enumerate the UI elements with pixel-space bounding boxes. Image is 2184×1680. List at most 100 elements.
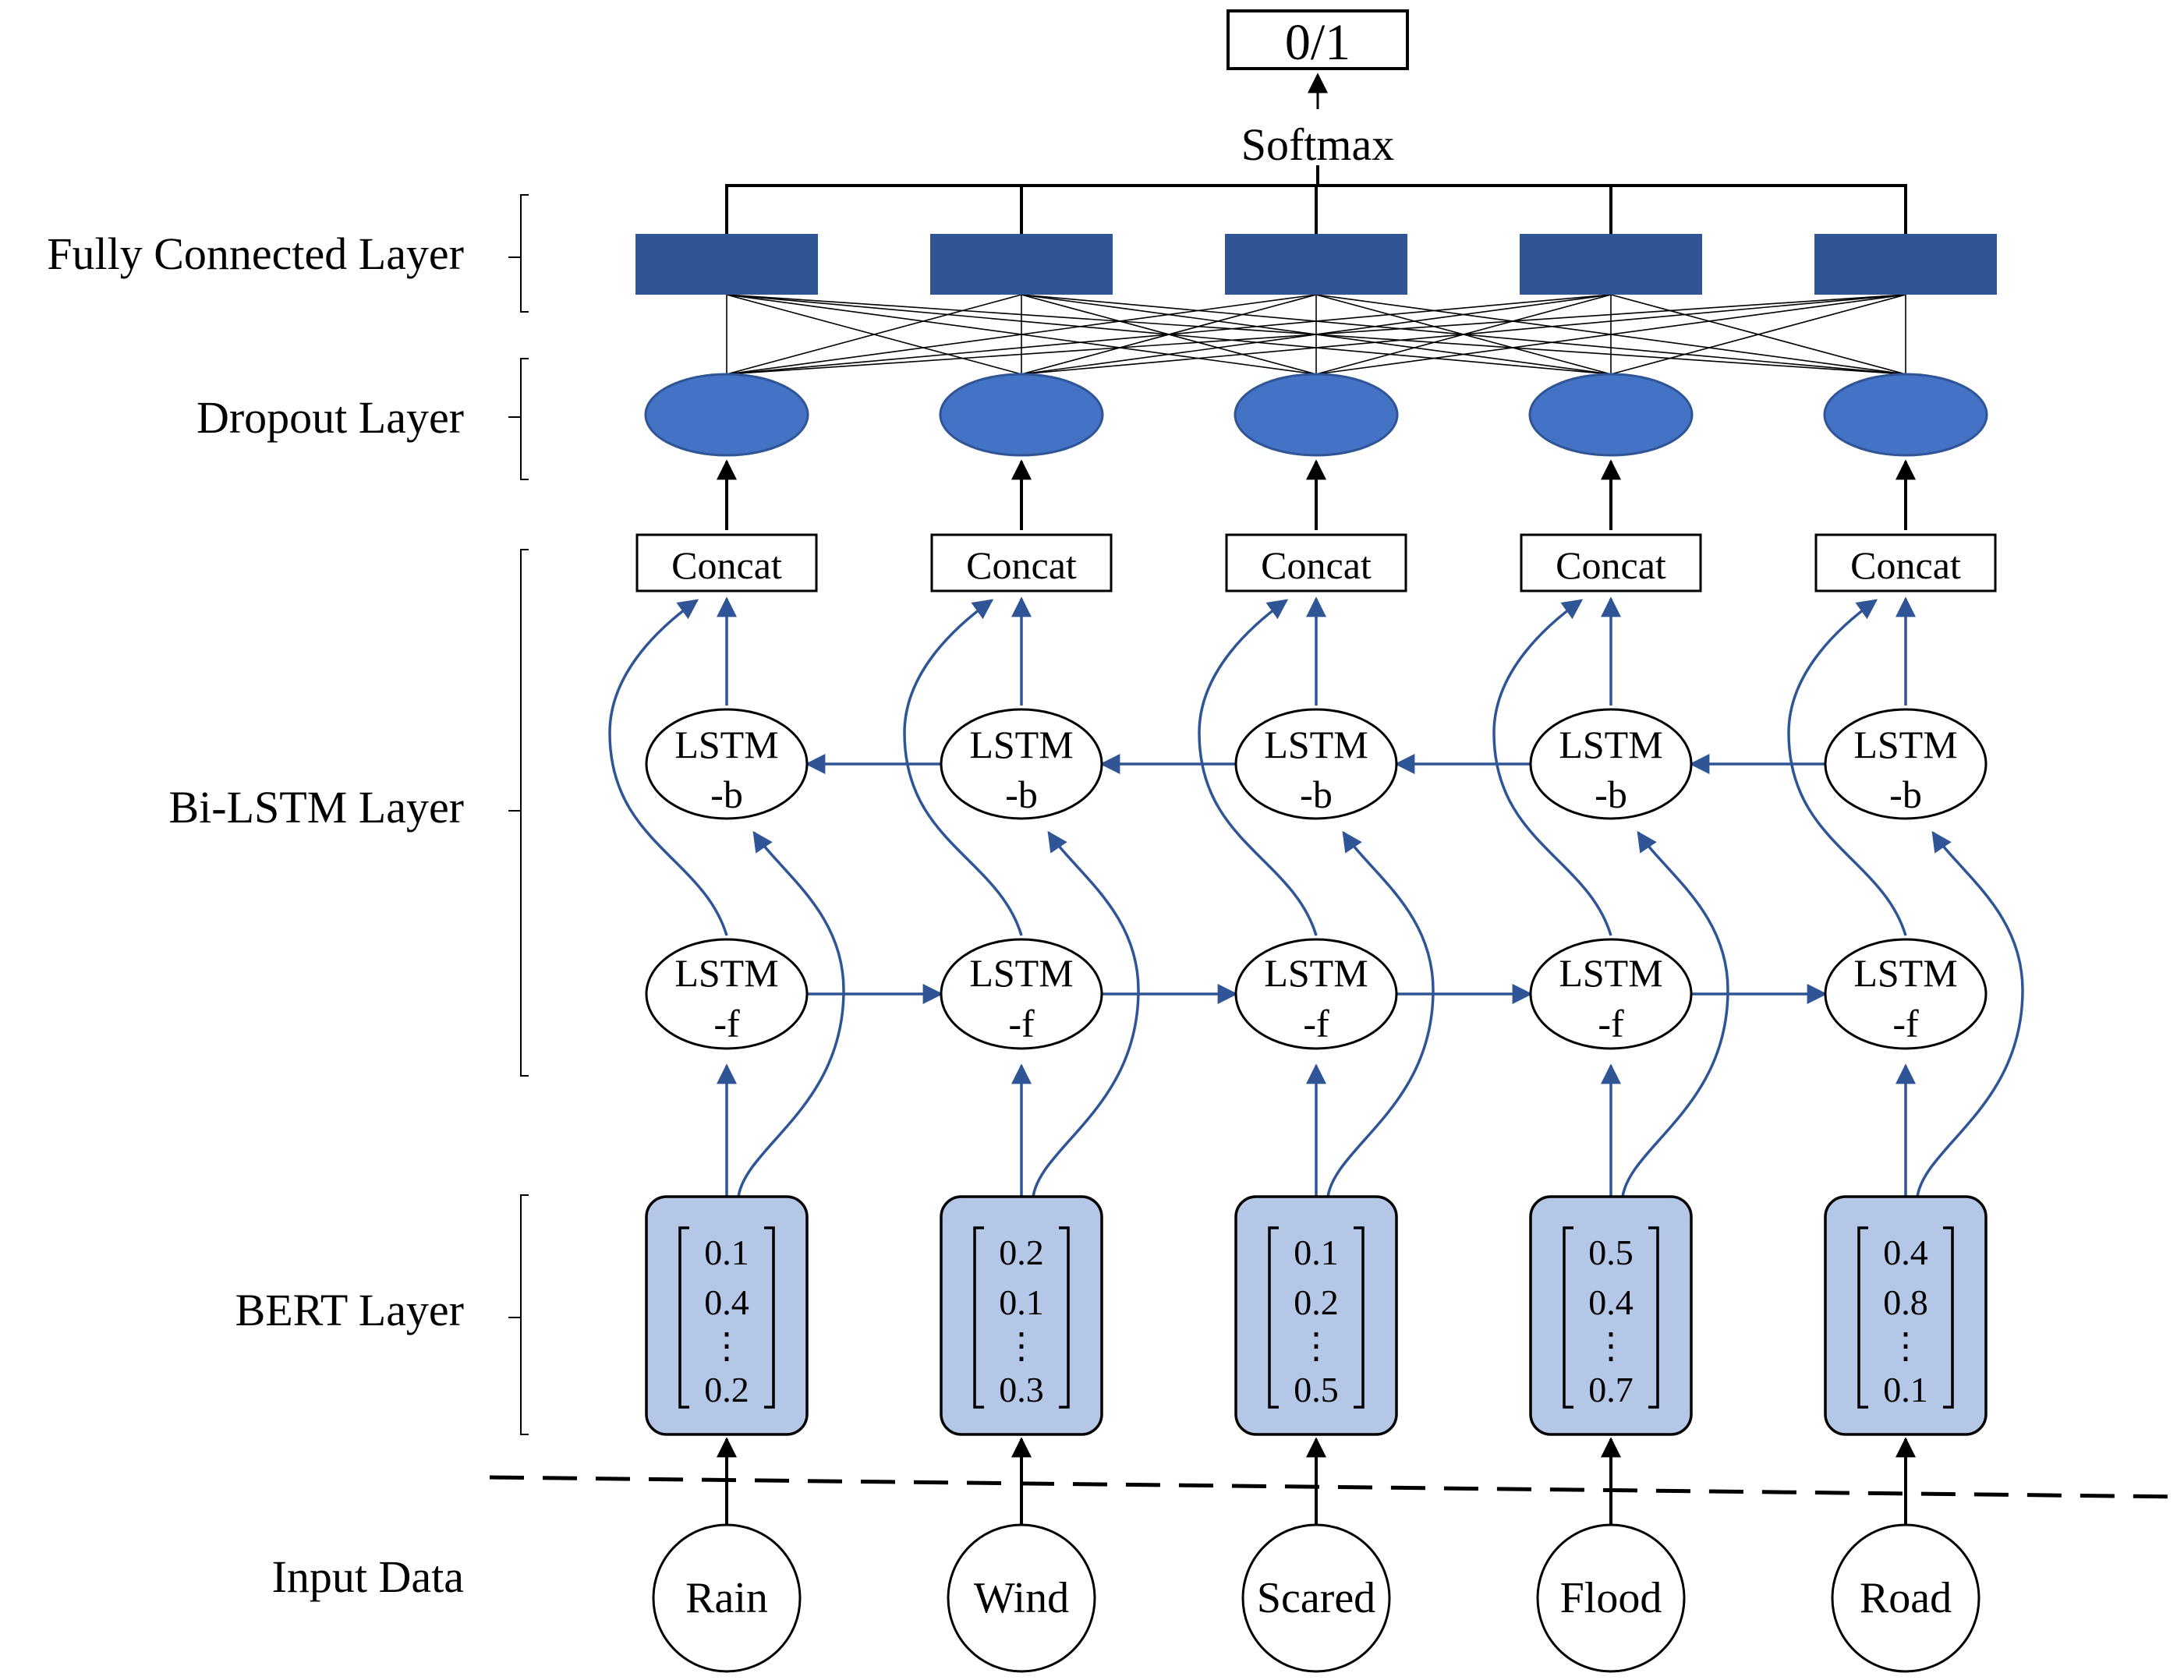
fc-block xyxy=(1814,234,1997,295)
dense-connection-line xyxy=(1021,294,1906,375)
brace-dropout xyxy=(508,358,529,480)
vector-ellipsis: ⋮ xyxy=(1888,1326,1924,1366)
layer-label-bert: BERT Layer xyxy=(235,1285,464,1335)
layer-labels: Fully Connected Layer Dropout Layer Bi-L… xyxy=(47,228,464,1602)
vector-right-bracket xyxy=(1059,1226,1070,1409)
bert-embedding-box xyxy=(940,1195,1103,1436)
dense-connection-line xyxy=(1315,294,1906,375)
concat-label: Concat xyxy=(1556,543,1666,587)
brace-bert xyxy=(508,1194,529,1435)
lstm-b-node xyxy=(1234,708,1398,820)
vector-right-bracket xyxy=(1648,1226,1659,1409)
input-word-node xyxy=(1241,1523,1391,1673)
concat-box xyxy=(635,533,818,592)
bert-to-lstm-b-curve xyxy=(1916,830,2024,1197)
layer-braces xyxy=(508,194,529,1435)
input-separator-dashed-line xyxy=(489,1475,2184,1499)
lstm-f-node xyxy=(1529,938,1693,1050)
input-word-label: Flood xyxy=(1560,1574,1662,1622)
lstm-f-label-line2: -f xyxy=(1303,1002,1329,1045)
vector-value-last: 0.2 xyxy=(704,1370,749,1409)
lstm-f-label-line2: -f xyxy=(1598,1002,1624,1045)
lstm-b-label-line1: LSTM xyxy=(1559,723,1662,766)
fc-block xyxy=(1520,234,1702,295)
lstm-b-node xyxy=(645,708,809,820)
lstm-b-label-line1: LSTM xyxy=(969,723,1073,766)
bert-to-lstm-b-curve xyxy=(737,830,845,1197)
input-word-label: Rain xyxy=(685,1574,768,1622)
vector-value-second: 0.1 xyxy=(999,1282,1044,1322)
lstm-b-node xyxy=(1529,708,1693,820)
vector-value-second: 0.4 xyxy=(1588,1282,1634,1322)
lstm-f-node xyxy=(940,938,1103,1050)
concat-box xyxy=(1814,533,1997,592)
vector-value-last: 0.5 xyxy=(1294,1370,1339,1409)
output-section: 0/1 Softmax xyxy=(1227,9,1409,170)
vector-value-last: 0.7 xyxy=(1588,1370,1634,1409)
vector-ellipsis: ⋮ xyxy=(709,1326,745,1366)
output-box xyxy=(1227,9,1409,70)
vector-value-first: 0.1 xyxy=(1294,1233,1339,1272)
lstm-f-to-concat-curve xyxy=(1787,599,1907,936)
layer-label-fully-connected: Fully Connected Layer xyxy=(47,228,464,279)
dense-connection-line xyxy=(726,294,1612,375)
bert-embedding-box xyxy=(1234,1195,1398,1436)
lstm-f-label-line2: -f xyxy=(1008,1002,1035,1045)
vector-left-bracket xyxy=(1857,1226,1868,1409)
vector-ellipsis: ⋮ xyxy=(1298,1326,1334,1366)
vector-left-bracket xyxy=(678,1226,689,1409)
vector-value-second: 0.4 xyxy=(704,1282,749,1322)
fc-block xyxy=(930,234,1113,295)
lstm-f-node xyxy=(1234,938,1398,1050)
vector-ellipsis: ⋮ xyxy=(1593,1326,1629,1366)
lstm-f-label-line1: LSTM xyxy=(674,951,778,995)
bert-embedding-box xyxy=(1529,1195,1693,1436)
lstm-f-node xyxy=(645,938,809,1050)
brace-fully-connected xyxy=(508,194,529,313)
input-word-label: Road xyxy=(1860,1574,1952,1622)
vector-ellipsis: ⋮ xyxy=(1004,1326,1039,1366)
vector-value-last: 0.1 xyxy=(1883,1370,1928,1409)
vector-right-bracket xyxy=(1354,1226,1365,1409)
dropout-node xyxy=(644,373,809,457)
bert-embedding-box xyxy=(1824,1195,1988,1436)
input-word-node xyxy=(1831,1523,1980,1673)
layer-label-bilstm: Bi-LSTM Layer xyxy=(168,782,464,833)
concat-label: Concat xyxy=(1850,543,1961,587)
vector-value-first: 0.5 xyxy=(1588,1233,1634,1272)
lstm-f-to-concat-curve xyxy=(1492,599,1612,936)
dense-connection-line xyxy=(1610,294,1906,375)
lstm-b-node xyxy=(1824,708,1988,820)
concat-box xyxy=(1225,533,1407,592)
vector-left-bracket xyxy=(1563,1226,1573,1409)
softmax-label: Softmax xyxy=(1241,119,1395,170)
lstm-b-label-line1: LSTM xyxy=(1853,723,1957,766)
dense-connection-line xyxy=(726,294,1317,375)
input-word-label: Scared xyxy=(1257,1574,1375,1622)
lstm-f-label-line1: LSTM xyxy=(969,951,1073,995)
vector-value-first: 0.1 xyxy=(704,1233,749,1272)
vector-value-second: 0.8 xyxy=(1883,1282,1928,1322)
lstm-b-node xyxy=(940,708,1103,820)
dropout-node xyxy=(1823,373,1988,457)
lstm-f-to-concat-curve xyxy=(1198,599,1318,936)
vector-right-bracket xyxy=(764,1226,775,1409)
layer-label-dropout: Dropout Layer xyxy=(196,392,464,443)
vector-value-second: 0.2 xyxy=(1294,1282,1339,1322)
lstm-f-label-line1: LSTM xyxy=(1264,951,1368,995)
lstm-f-label-line1: LSTM xyxy=(1853,951,1957,995)
bert-to-lstm-b-curve xyxy=(1621,830,1729,1197)
lstm-f-to-concat-curve xyxy=(608,599,728,936)
lstm-b-label-line2: -b xyxy=(1889,773,1922,816)
lstm-f-to-concat-curve xyxy=(903,599,1023,936)
dense-connection-line xyxy=(726,294,1906,375)
lstm-f-label-line1: LSTM xyxy=(1559,951,1662,995)
vector-value-first: 0.2 xyxy=(999,1233,1044,1272)
lstm-f-node xyxy=(1824,938,1988,1050)
dropout-node xyxy=(1234,373,1399,457)
bert-to-lstm-b-curve xyxy=(1326,830,1435,1197)
dropout-node xyxy=(939,373,1104,457)
concat-box xyxy=(930,533,1113,592)
concat-label: Concat xyxy=(966,543,1077,587)
fc-block xyxy=(635,234,818,295)
